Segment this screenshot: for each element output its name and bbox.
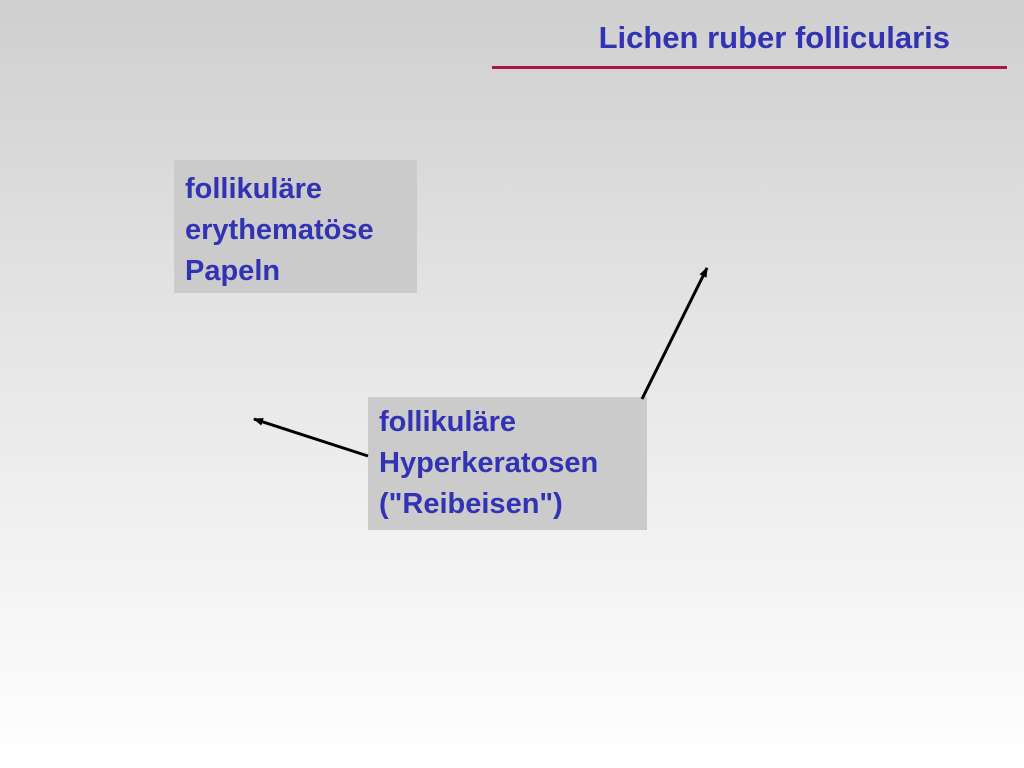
label-papeln-line-3: Papeln — [185, 255, 281, 287]
label-papeln-line-2: erythematöse — [185, 214, 374, 246]
arrow-up-right — [640, 267, 709, 400]
label-hyperkeratosen-line-2: Hyperkeratosen — [379, 447, 599, 479]
title-underline — [492, 66, 1007, 69]
slide-title: Lichen ruber follicularis — [598, 20, 950, 55]
label-papeln: follikuläre erythematöse Papeln — [174, 160, 417, 293]
label-hyperkeratosen: follikuläre Hyperkeratosen ("Reibeisen") — [368, 397, 647, 530]
label-hyperkeratosen-line-3: ("Reibeisen") — [379, 488, 563, 520]
label-hyperkeratosen-line-1: follikuläre — [379, 406, 516, 438]
arrow-left — [253, 417, 369, 458]
label-papeln-line-1: follikuläre — [185, 173, 322, 205]
